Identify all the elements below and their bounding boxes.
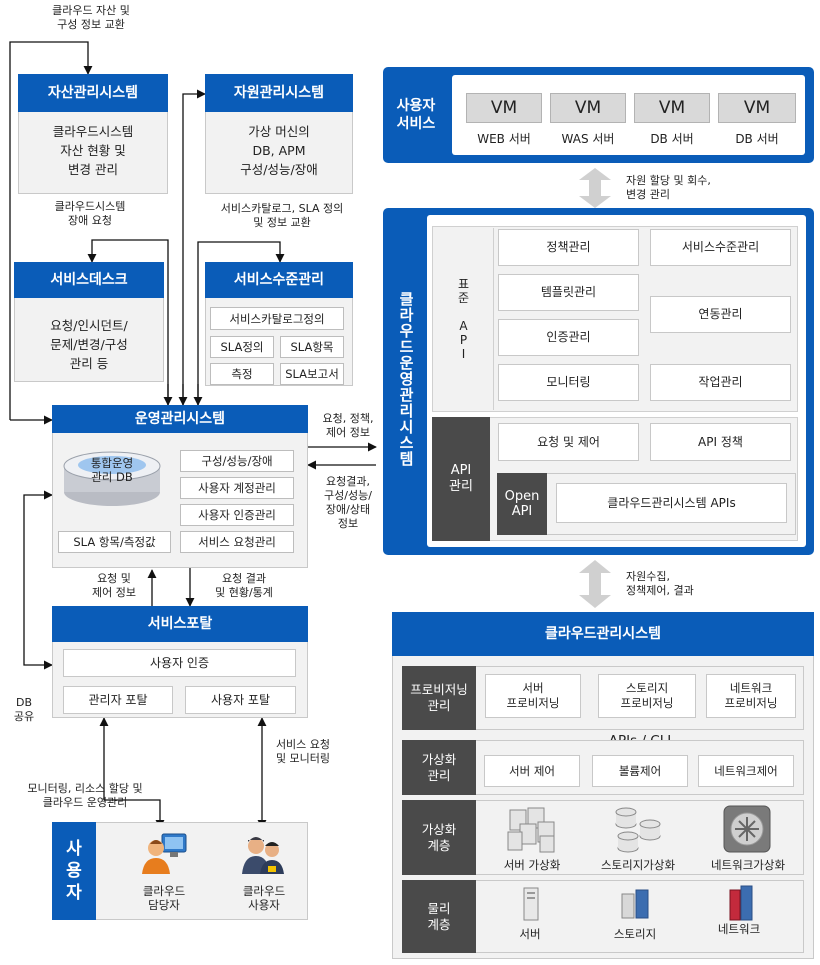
note-catalog-exchange: 서비스카탈로그, SLA 정의 및 정보 교환 xyxy=(220,202,344,229)
module-policy: 정책관리 xyxy=(498,229,639,266)
note-db-share: DB 공유 xyxy=(13,696,35,723)
slm-sla-report: SLA보고서 xyxy=(280,363,344,385)
module-task: 작업관리 xyxy=(650,364,791,401)
sla-items-measure-box: SLA 항목/측정값 xyxy=(58,531,171,553)
ops-item-config-perf-fault: 구성/성능/장애 xyxy=(180,450,294,472)
network-virtualization-icon xyxy=(723,805,771,853)
module-template: 템플릿관리 xyxy=(498,274,639,311)
ops-item-user-account: 사용자 계정관리 xyxy=(180,477,294,499)
std-api-label: 표 준 A P I xyxy=(434,228,494,410)
virt-layer-label: 가상화 계층 xyxy=(402,800,476,875)
cms-title: 클라우드관리시스템 xyxy=(392,612,814,656)
network-virtualization-label: 네트워크가상화 xyxy=(710,858,786,872)
vm-label-was: WAS 서버 xyxy=(561,132,615,146)
prov-storage: 스토리지 프로비저닝 xyxy=(598,674,696,718)
asset-management-body: 클라우드시스템 자산 현황 및 변경 관리 xyxy=(52,124,134,177)
asset-management-title: 자산관리시스템 xyxy=(18,74,168,112)
double-arrow-icon-2 xyxy=(579,560,611,608)
service-desk-title: 서비스데스크 xyxy=(14,262,164,298)
note-request-control: 요청 및 제어 정보 xyxy=(92,572,136,599)
server-virtualization-icon xyxy=(507,807,555,853)
resource-management-body: 가상 머신의 DB, APM 구성/성능/장애 xyxy=(240,124,318,177)
portal-admin[interactable]: 관리자 포탈 xyxy=(63,686,173,714)
open-api-label: Open API xyxy=(497,473,547,535)
db-label: 통합운영 관리 DB xyxy=(90,456,134,484)
api-mgmt-label: API 관리 xyxy=(432,417,490,541)
cloud-ops-title: 클라우드운영관리시스템 xyxy=(397,291,415,467)
double-arrow-icon xyxy=(579,168,611,208)
vm-label-web: WEB 서버 xyxy=(477,132,531,146)
slm-measurement: 측정 xyxy=(210,363,274,385)
module-integration: 연동관리 xyxy=(650,296,791,333)
ops-item-service-request: 서비스 요청관리 xyxy=(180,531,294,553)
slm-catalog-definition: 서비스카탈로그정의 xyxy=(210,307,344,330)
slm-sla-definition: SLA정의 xyxy=(210,336,274,358)
storage-virtualization-icon xyxy=(615,807,661,853)
network-icon xyxy=(729,885,753,921)
vm-label-db2: DB 서버 xyxy=(735,132,779,146)
cloud-manager-icon xyxy=(142,833,187,874)
module-service-level: 서비스수준관리 xyxy=(650,229,791,266)
virt-network-control: 네트워크제어 xyxy=(698,755,794,787)
note-fault-request: 클라우드시스템 장애 요청 xyxy=(54,200,126,227)
note-collect-control: 자원수집, 정책제어, 결과 xyxy=(626,570,694,597)
module-auth: 인증관리 xyxy=(498,319,639,356)
prov-network: 네트워크 프로비저닝 xyxy=(706,674,796,718)
slm-sla-item: SLA항목 xyxy=(280,336,344,358)
virt-mgmt-label: 가상화 관리 xyxy=(402,740,476,795)
note-resource-allocation: 자원 할당 및 회수, 변경 관리 xyxy=(626,174,711,201)
vm-box-2: VM xyxy=(550,93,626,123)
ops-management-title: 운영관리시스템 xyxy=(52,405,308,433)
network-label: 네트워크 xyxy=(717,922,761,936)
cloud-user-label: 클라우드 사용자 xyxy=(242,884,286,912)
user-service-title: 사용자 서비스 xyxy=(396,98,436,132)
portal-user[interactable]: 사용자 포탈 xyxy=(185,686,296,714)
database-icon xyxy=(63,451,161,506)
note-request-policy: 요청, 정책, 제어 정보 xyxy=(322,412,374,439)
portal-user-auth[interactable]: 사용자 인증 xyxy=(63,649,296,677)
prov-server: 서버 프로비저닝 xyxy=(485,674,581,718)
phys-layer-label: 물리 계층 xyxy=(402,880,476,953)
cms-apis: 클라우드관리시스템 APIs xyxy=(556,483,787,523)
resource-management-title: 자원관리시스템 xyxy=(205,74,353,112)
virt-server-control: 서버 제어 xyxy=(484,755,580,787)
api-policy: API 정책 xyxy=(650,423,791,461)
module-monitoring: 모니터링 xyxy=(498,364,639,401)
vm-box-1: VM xyxy=(466,93,542,123)
server-label: 서버 xyxy=(519,927,541,941)
ops-item-user-auth: 사용자 인증관리 xyxy=(180,504,294,526)
cloud-manager-label: 클라우드 담당자 xyxy=(142,884,186,912)
server-icon xyxy=(523,887,539,921)
service-portal-title: 서비스포탈 xyxy=(52,606,308,642)
users-title: 사 용 자 xyxy=(52,822,96,920)
slm-title: 서비스수준관리 xyxy=(205,262,353,298)
vm-box-4: VM xyxy=(718,93,796,123)
server-virtualization-label: 서버 가상화 xyxy=(503,858,561,872)
storage-virtualization-label: 스토리지가상화 xyxy=(600,858,676,872)
cloud-user-icon xyxy=(242,837,284,874)
note-request-result: 요청결과, 구성/성능/ 장애/상태 정보 xyxy=(324,475,372,530)
api-request-control: 요청 및 제어 xyxy=(498,423,639,461)
vm-box-3: VM xyxy=(634,93,710,123)
prov-label: 프로비저닝 관리 xyxy=(402,666,476,730)
note-service-request: 서비스 요청 및 모니터링 xyxy=(275,738,331,765)
virt-volume-control: 볼륨제어 xyxy=(592,755,688,787)
note-asset-exchange: 클라우드 자산 및 구성 정보 교환 xyxy=(52,4,130,31)
service-desk-body: 요청/인시던트/ 문제/변경/구성 관리 등 xyxy=(50,318,128,371)
vm-label-db1: DB 서버 xyxy=(650,132,694,146)
storage-label: 스토리지 xyxy=(613,927,657,941)
note-monitor-ops: 모니터링, 리소스 할당 및 클라우드 운영관리 xyxy=(27,782,143,809)
note-result-stats: 요청 결과 및 현황/통계 xyxy=(215,572,273,599)
storage-icon xyxy=(621,889,649,919)
